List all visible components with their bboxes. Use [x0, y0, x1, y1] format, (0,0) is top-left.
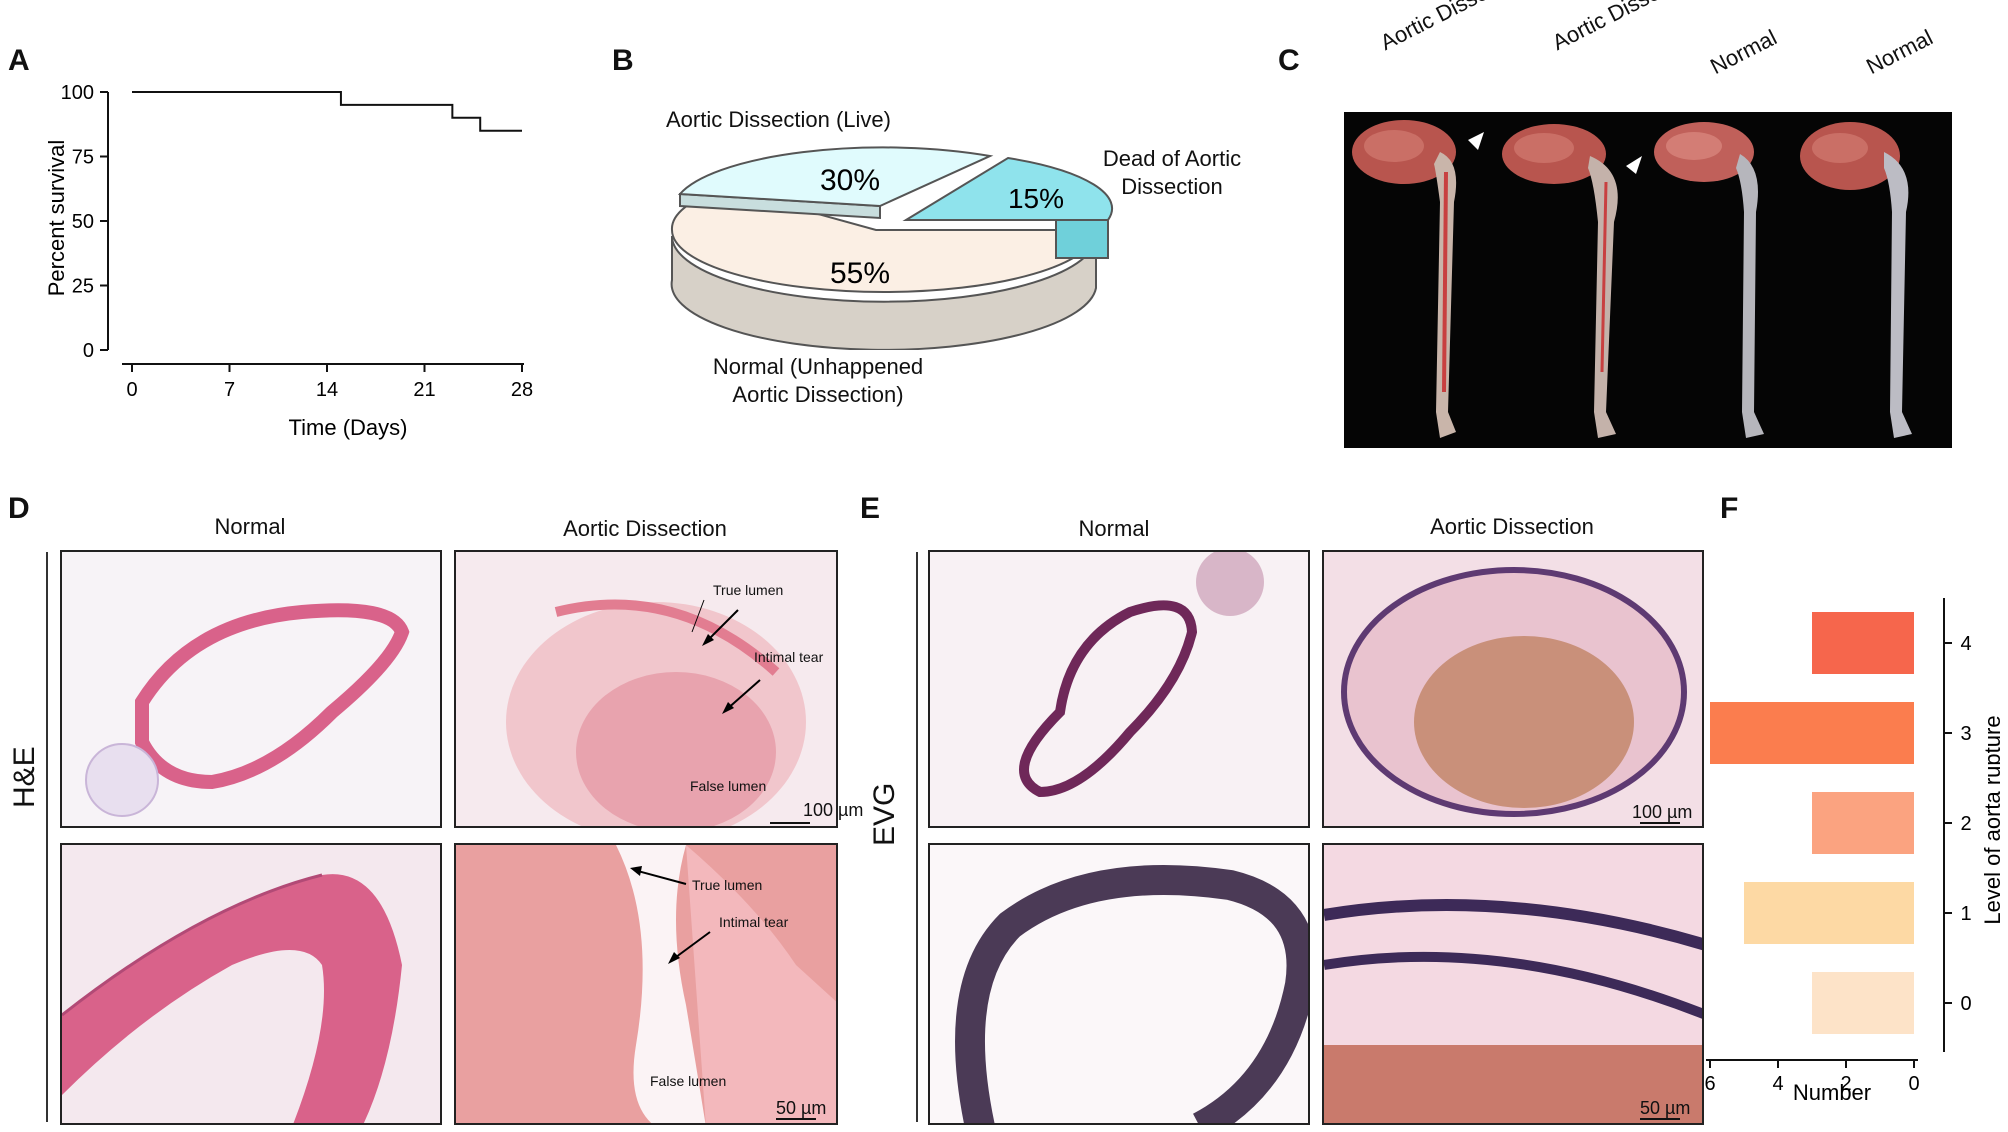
- he-col-normal: Normal: [214, 514, 286, 539]
- survival-y-tick-label: 50: [72, 211, 94, 233]
- survival-x-tick-label: 7: [224, 379, 235, 401]
- survival-ticks: 0 25 50 75 100 0 7 14 21 28: [61, 82, 534, 401]
- survival-chart: 0 25 50 75 100 0 7 14 21 28 Percent survival Time…: [44, 82, 534, 440]
- he-top-false-lumen: False lumen: [690, 778, 767, 794]
- evg-col-ad: Aortic Dissection: [1430, 514, 1594, 539]
- bar-y-tick-label: 3: [1960, 723, 1971, 745]
- pie-slice-dead-side: [1055, 219, 1109, 259]
- he-ad-low-mag: [454, 550, 838, 828]
- photo-c-label-1: Aortic Dissection: [1376, 0, 1534, 56]
- bar-x-axis-label: Number: [1793, 1080, 1871, 1105]
- bar-ticks: 4 3 2 1 0 6 4 2 0: [1704, 633, 1971, 1095]
- evg-normal-high-mag: [928, 843, 1310, 1125]
- bar-level-3: [1710, 702, 1914, 764]
- he-col-ad: Aortic Dissection: [563, 516, 727, 541]
- he-top-scale-bar: [770, 822, 810, 824]
- pie-pct-dead: 15%: [1008, 183, 1064, 214]
- rupture-bar-chart: 4 3 2 1 0 6 4 2 0 Number Level of aorta rupture: [1704, 598, 2000, 1105]
- he-normal-low-mag: [60, 550, 442, 828]
- pie-pct-live: 30%: [820, 164, 880, 197]
- evg-row-label: EVG: [868, 782, 901, 846]
- panel-label-c: C: [1278, 44, 1300, 77]
- he-bottom-scale-bar: [776, 1118, 816, 1120]
- he-bottom-true-lumen: True lumen: [692, 877, 763, 893]
- pie-label-dead-line1: Dead of Aortic: [1102, 146, 1242, 171]
- aorta-specimen-normal-1: [1654, 122, 1764, 438]
- pie-slice-normal-side: [670, 235, 1097, 350]
- he-ad-high-mag: [454, 843, 838, 1125]
- he-bottom-scale-label: 50 µm: [776, 1098, 827, 1118]
- he-row-label: H&E: [8, 746, 41, 808]
- evg-bottom-scale-label: 50 µm: [1640, 1098, 1691, 1118]
- bar-x-tick-label: 6: [1704, 1073, 1715, 1095]
- bar-axes: [1706, 598, 1945, 1061]
- he-top-intimal-tear: Intimal tear: [754, 649, 824, 665]
- pie-label-live: Aortic Dissection (Live): [666, 107, 891, 132]
- pie-slice-dead: [902, 156, 1113, 221]
- panel-label-a: A: [8, 44, 30, 77]
- pie-pct-normal: 55%: [830, 257, 890, 290]
- pie-chart: 30% 15% 55%: [670, 146, 1113, 350]
- evg-top-scale-bar: [1640, 822, 1680, 824]
- evg-top-scale-label: 100 µm: [1632, 802, 1693, 822]
- bar-level-0: [1812, 972, 1914, 1034]
- survival-x-tick-label: 14: [316, 379, 338, 401]
- pie-slice-live: [677, 146, 994, 208]
- bar-series: [1710, 612, 1914, 1034]
- pie-label-dead-line2: Dissection: [1121, 174, 1223, 199]
- panel-label-e: E: [860, 492, 881, 525]
- evg-col-normal: Normal: [1078, 516, 1150, 541]
- bar-x-tick-label: 4: [1772, 1073, 1783, 1095]
- bar-level-1: [1744, 882, 1914, 944]
- gross-aorta-photo: [1344, 112, 1952, 448]
- survival-x-tick-label: 21: [413, 379, 435, 401]
- he-bottom-false-lumen: False lumen: [650, 1073, 727, 1089]
- evg-ad-low-mag: [1322, 550, 1704, 828]
- bar-y-tick-label: 0: [1960, 993, 1971, 1015]
- panel-label-f: F: [1720, 492, 1739, 525]
- survival-x-tick-label: 28: [511, 379, 533, 401]
- survival-y-axis-label: Percent survival: [44, 140, 69, 297]
- bar-y-tick-label: 4: [1960, 633, 1971, 655]
- pie-label-normal-line1: Normal (Unhappened: [712, 354, 924, 379]
- pie-label-normal-line2: Aortic Dissection): [732, 382, 904, 407]
- bar-level-2: [1812, 792, 1914, 854]
- aorta-specimen-normal-2: [1800, 122, 1912, 438]
- he-bracket-line: [46, 552, 48, 1122]
- photo-c-label-2: Aortic Dissection: [1548, 0, 1706, 56]
- panel-label-b: B: [612, 44, 634, 77]
- bar-x-tick-label: 0: [1908, 1073, 1919, 1095]
- he-normal-high-mag: [60, 843, 442, 1125]
- survival-y-tick-label: 25: [72, 276, 94, 298]
- bar-y-axis-label: Level of aorta rupture: [1980, 715, 2000, 924]
- aorta-specimen-ad-2: [1502, 124, 1618, 438]
- arrow-icon: [1468, 132, 1484, 150]
- survival-y-tick-label: 100: [61, 82, 94, 104]
- survival-y-tick-label: 0: [83, 340, 94, 362]
- he-top-scale-label: 100 µm: [803, 800, 864, 820]
- he-top-arrows: [702, 609, 761, 714]
- pie-slice-normal: [670, 186, 1098, 293]
- bar-level-4: [1812, 612, 1914, 674]
- bar-y-tick-label: 1: [1960, 903, 1971, 925]
- he-bottom-intimal-tear: Intimal tear: [719, 914, 789, 930]
- he-top-true-lumen: True lumen: [713, 582, 784, 598]
- survival-series-line: [132, 91, 522, 132]
- survival-x-tick-label: 0: [126, 379, 137, 401]
- survival-axes: [107, 92, 524, 365]
- evg-bottom-scale-bar: [1640, 1118, 1680, 1120]
- bar-y-tick-label: 2: [1960, 813, 1971, 835]
- panel-label-d: D: [8, 492, 30, 525]
- arrow-icon: [1626, 156, 1642, 174]
- photo-c-label-4: Normal: [1862, 24, 1937, 80]
- evg-bracket-line: [916, 552, 918, 1122]
- evg-ad-high-mag: [1322, 843, 1704, 1125]
- evg-normal-low-mag: [928, 550, 1310, 828]
- photo-c-label-3: Normal: [1706, 24, 1781, 80]
- bar-x-tick-label: 2: [1840, 1073, 1851, 1095]
- survival-x-axis-label: Time (Days): [289, 415, 408, 440]
- he-bottom-arrows: [630, 866, 711, 964]
- aorta-specimen-ad-1: [1352, 120, 1457, 438]
- survival-y-tick-label: 75: [72, 147, 94, 169]
